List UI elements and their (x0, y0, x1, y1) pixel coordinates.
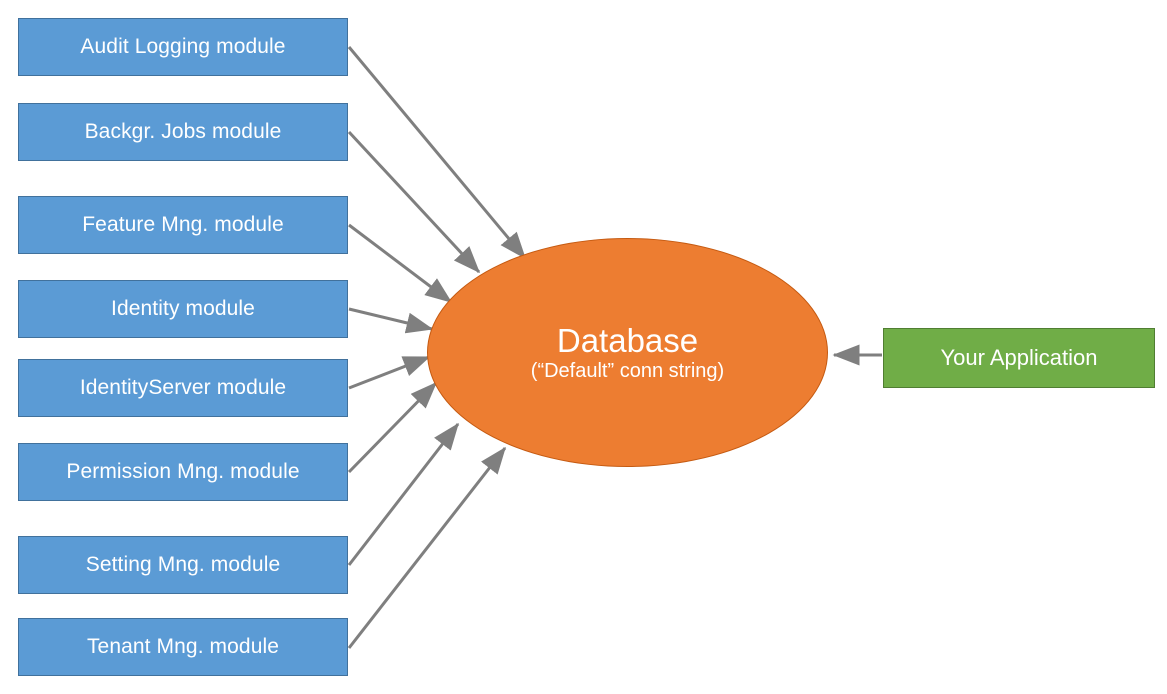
module-label: Audit Logging module (80, 35, 286, 59)
module-box-audit-logging[interactable]: Audit Logging module (18, 18, 348, 76)
module-label: Setting Mng. module (85, 553, 281, 577)
module-box-identityserver[interactable]: IdentityServer module (18, 359, 348, 417)
connector-setting-mng-to-database (347, 422, 460, 566)
module-label: Permission Mng. module (66, 460, 300, 484)
database-title: Database (556, 321, 699, 359)
connector-feature-mng-to-database (348, 223, 453, 304)
module-box-identity[interactable]: Identity module (18, 280, 348, 338)
database-node[interactable]: Database (“Default” conn string) (427, 238, 828, 467)
connector-audit-logging-to-database (347, 46, 527, 260)
module-label: Identity module (111, 297, 255, 321)
connector-tenant-mng-to-database (347, 446, 507, 649)
module-label: Backgr. Jobs module (84, 120, 282, 144)
connector-identity-to-database (348, 307, 434, 334)
module-box-feature-mng[interactable]: Feature Mng. module (18, 196, 348, 254)
module-label: Feature Mng. module (82, 213, 284, 237)
module-box-background-jobs[interactable]: Backgr. Jobs module (18, 103, 348, 161)
module-label: IdentityServer module (79, 376, 287, 400)
application-box[interactable]: Your Application (883, 328, 1155, 388)
application-label: Your Application (940, 345, 1098, 370)
connector-permission-mng-to-database (347, 381, 438, 474)
database-subtitle: (“Default” conn string) (530, 360, 725, 383)
module-box-permission-mng[interactable]: Permission Mng. module (18, 443, 348, 501)
module-box-tenant-mng[interactable]: Tenant Mng. module (18, 618, 348, 676)
module-label: Tenant Mng. module (86, 635, 280, 659)
connector-identityserver-to-database (348, 355, 431, 390)
connector-background-jobs-to-database (347, 130, 481, 274)
module-box-setting-mng[interactable]: Setting Mng. module (18, 536, 348, 594)
